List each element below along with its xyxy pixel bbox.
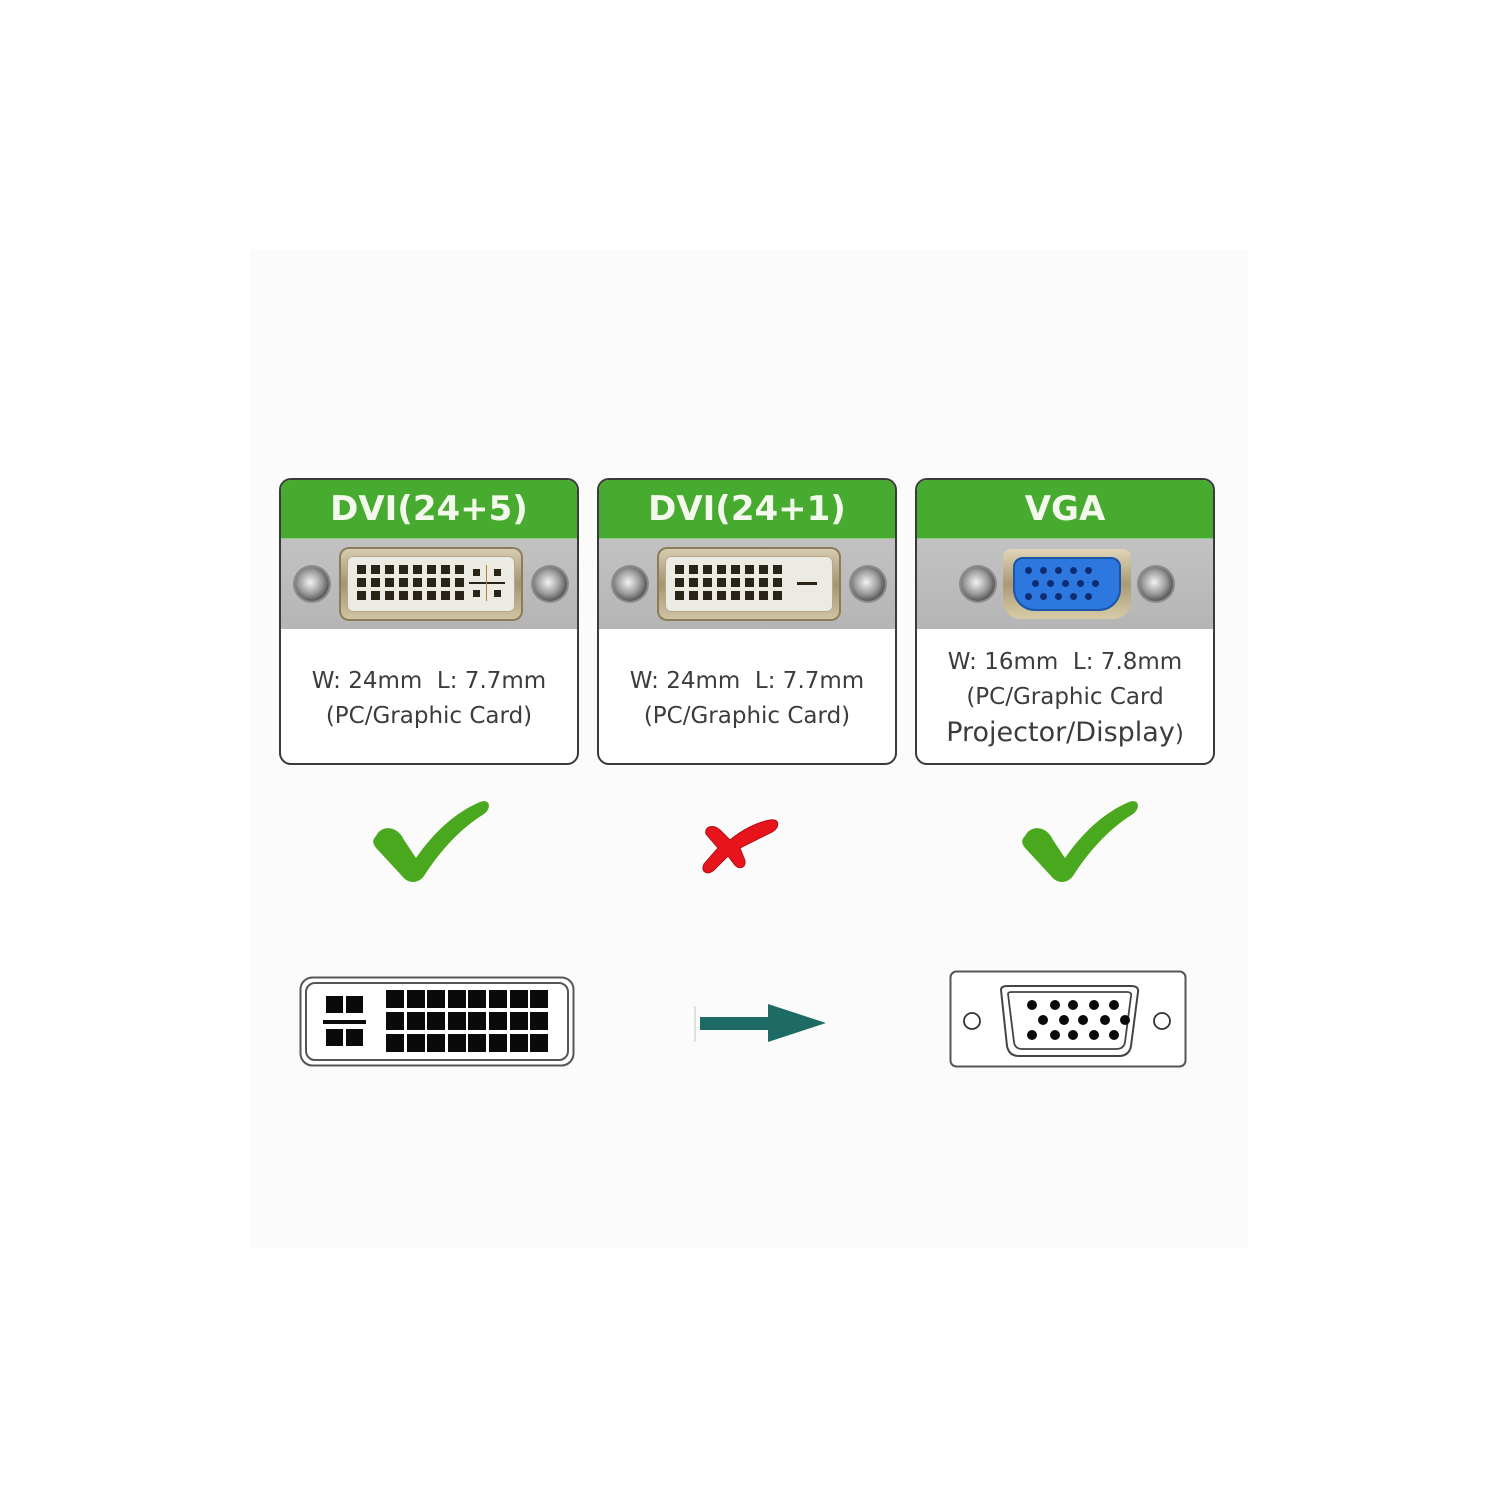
card-usage-close: ) [1174, 721, 1184, 747]
card-title: VGA [917, 480, 1213, 539]
cross-icon [702, 819, 779, 874]
vga-connector-outline [949, 970, 1187, 1068]
card-usage: (PC/Graphic Card) [643, 703, 851, 729]
dvi-connector-outline [299, 976, 575, 1067]
card-dimensions: W: 24mm L: 7.7mm [311, 668, 547, 694]
dvi-ground-blade [797, 582, 817, 585]
dvi-analog-pins [469, 565, 505, 601]
dvi-connector-shell [657, 547, 841, 621]
check-icon [373, 801, 489, 882]
vga-pin-block [1013, 557, 1121, 611]
screw-icon [1139, 567, 1173, 601]
vga-connector-shell [1003, 549, 1131, 619]
port-photo-vga [917, 539, 1213, 629]
card-dvi-24-5: DVI(24+5) W: 24mm [279, 478, 579, 765]
screw-icon [961, 567, 995, 601]
card-dvi-24-1: DVI(24+1) W: 24mm L: 7.7mm (PC/Graphic C… [597, 478, 897, 765]
card-usage-line2: Projector/Display [946, 717, 1175, 748]
card-title: DVI(24+5) [281, 480, 577, 539]
check-icon [1022, 801, 1138, 882]
card-usage: (PC/Graphic Card) [325, 703, 533, 729]
screw-icon [851, 567, 885, 601]
dvi-pin-grid [675, 565, 782, 600]
port-photo-dvi-24-1 [599, 539, 895, 629]
arrow-right-icon [694, 1004, 826, 1042]
card-specs: W: 16mm L: 7.8mm (PC/Graphic Card Projec… [917, 629, 1213, 752]
card-vga: VGA W: 16mm L: 7. [915, 478, 1215, 765]
card-dimensions: W: 24mm L: 7.7mm [629, 668, 865, 694]
card-usage: (PC/Graphic Card [966, 684, 1164, 710]
dvi-connector-shell [339, 547, 523, 621]
screw-icon [295, 567, 329, 601]
screw-icon [533, 567, 567, 601]
card-specs: W: 24mm L: 7.7mm (PC/Graphic Card) [599, 629, 895, 734]
dvi-pin-grid [357, 565, 464, 600]
card-specs: W: 24mm L: 7.7mm (PC/Graphic Card) [281, 629, 577, 734]
card-dimensions: W: 16mm L: 7.8mm [947, 649, 1183, 675]
card-title: DVI(24+1) [599, 480, 895, 539]
port-photo-dvi-24-5 [281, 539, 577, 629]
screw-icon [613, 567, 647, 601]
